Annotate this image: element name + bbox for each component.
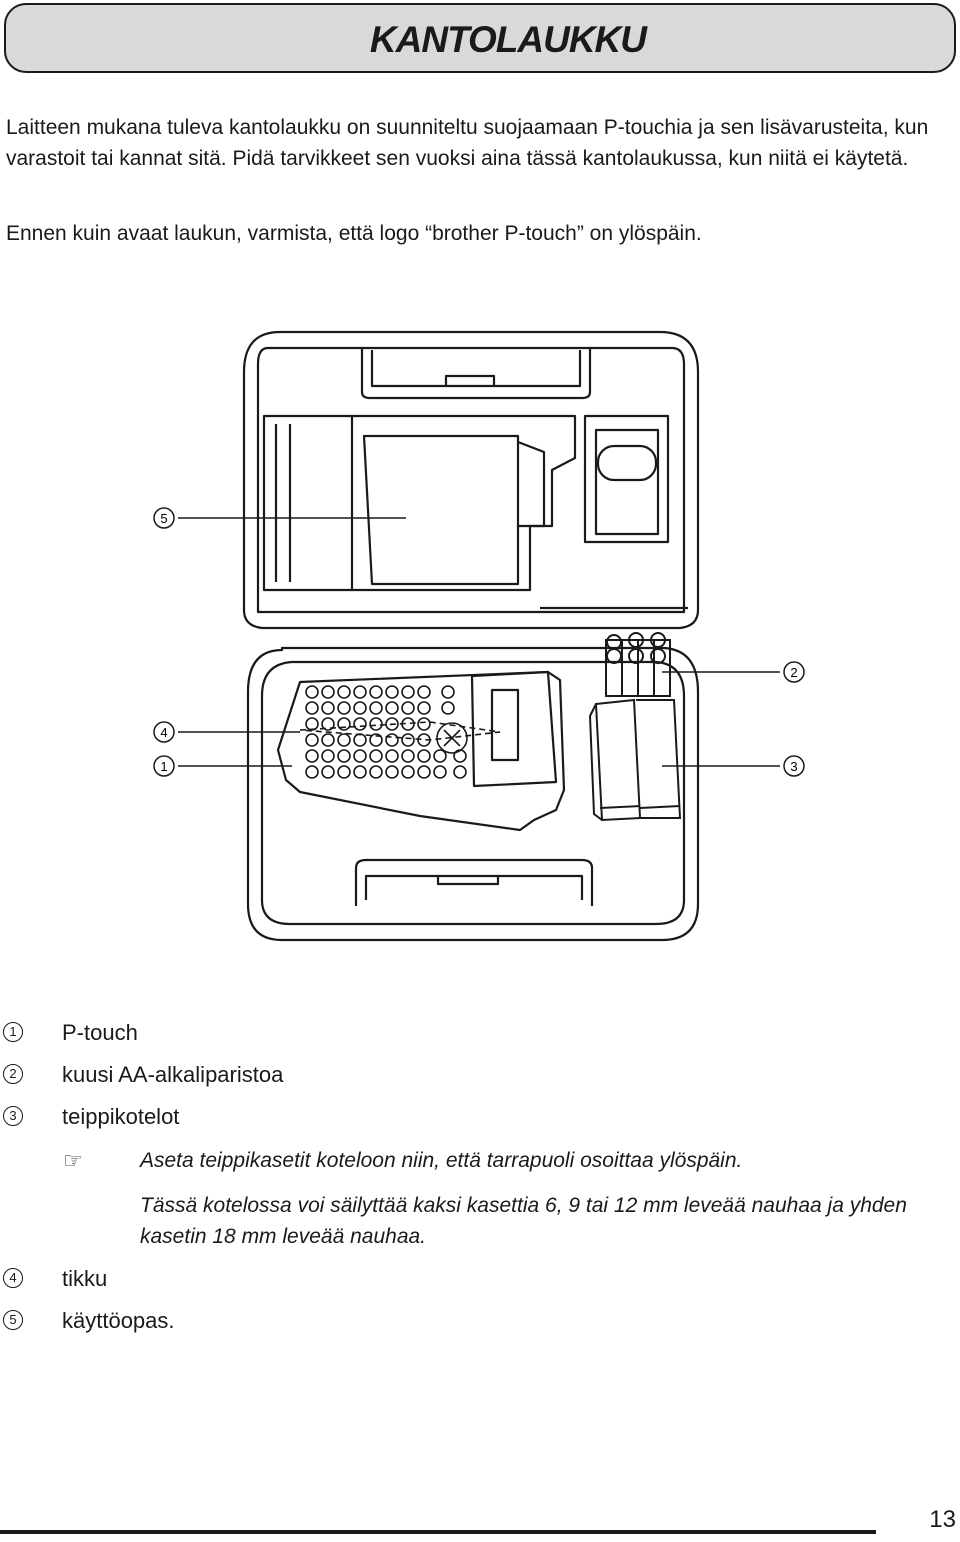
svg-text:4: 4 — [160, 725, 167, 740]
legend-label: käyttöopas. — [62, 1308, 175, 1333]
legend-label: kuusi AA-alkaliparistoa — [62, 1062, 284, 1087]
legend-number: 3 — [3, 1106, 23, 1126]
legend-number: 5 — [3, 1310, 23, 1330]
p-touch-device — [276, 670, 566, 832]
note-line-2: Tässä kotelossa voi säilyttää kaksi kase… — [140, 1194, 907, 1248]
case-lid — [242, 330, 700, 630]
callout-4: 4 — [153, 721, 175, 743]
base-handle — [354, 858, 594, 906]
open-instruction-paragraph: Ennen kuin avaat laukun, varmista, että … — [6, 222, 702, 245]
legend-label: P-touch — [62, 1020, 138, 1045]
user-manual — [362, 434, 520, 586]
tape-cases — [588, 698, 682, 822]
svg-text:2: 2 — [790, 665, 797, 680]
svg-text:1: 1 — [160, 759, 167, 774]
stylus — [299, 721, 501, 741]
svg-text:3: 3 — [790, 759, 797, 774]
note-line-1: Aseta teippikasetit koteloon niin, että … — [140, 1149, 743, 1172]
aa-batteries — [605, 632, 671, 697]
title-banner: KANTOLAUKKU — [4, 3, 956, 73]
carrying-case-illustration: 5 4 1 2 3 — [153, 330, 805, 942]
page-number: 13 — [929, 1506, 956, 1533]
legend-number: 4 — [3, 1268, 23, 1288]
keypad — [305, 685, 468, 779]
svg-text:5: 5 — [160, 511, 167, 526]
pointing-hand-icon: ☞ — [63, 1148, 83, 1173]
footer-rule — [0, 1530, 876, 1534]
legend-number: 2 — [3, 1064, 23, 1084]
legend-label: teippikotelot — [62, 1104, 180, 1129]
callout-2: 2 — [783, 661, 805, 683]
intro-paragraph: Laitteen mukana tuleva kantolaukku on su… — [6, 116, 929, 170]
callout-3: 3 — [783, 755, 805, 777]
page-title: KANTOLAUKKU — [369, 19, 647, 60]
callout-1: 1 — [153, 755, 175, 777]
legend-label: tikku — [62, 1266, 108, 1291]
callout-markers: 5 4 1 2 3 — [153, 507, 805, 777]
case-base — [246, 646, 700, 942]
lid-handle — [360, 348, 592, 400]
callout-5: 5 — [153, 507, 175, 529]
legend-number: 1 — [3, 1022, 23, 1042]
